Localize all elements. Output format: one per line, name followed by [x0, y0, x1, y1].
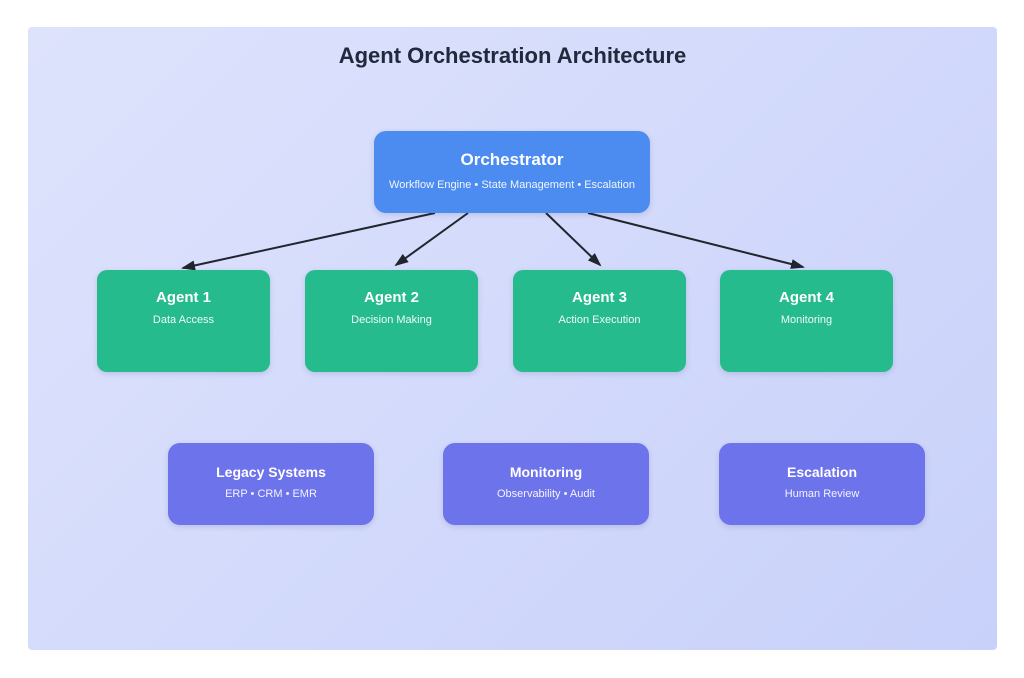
monitoring-title: Monitoring: [509, 464, 583, 480]
diagram-title: Agent Orchestration Architecture: [338, 43, 687, 68]
escalation-title: Escalation: [786, 464, 858, 480]
arrow-orchestrator-to-agent-3: [545, 212, 602, 267]
escalation-subtitle: Human Review: [784, 488, 860, 500]
legacy-systems-node: Legacy Systems ERP • CRM • EMR: [168, 443, 374, 525]
legacy-systems-subtitle: ERP • CRM • EMR: [225, 488, 317, 500]
monitoring-subtitle: Observability • Audit: [496, 488, 595, 500]
agent-1-subtitle: Data Access: [152, 314, 215, 326]
agent-2-subtitle: Decision Making: [351, 314, 432, 326]
agent-4-node: Agent 4 Monitoring: [720, 270, 893, 372]
agent-1-node: Agent 1 Data Access: [97, 270, 270, 372]
agent-3-node: Agent 3 Action Execution: [513, 270, 686, 372]
agent-4-title: Agent 4: [778, 289, 834, 306]
agent-2-title: Agent 2: [363, 289, 419, 306]
legacy-systems-title: Legacy Systems: [216, 464, 326, 480]
orchestrator-subtitle: Workflow Engine • State Management • Esc…: [389, 179, 635, 191]
orchestrator-node: Orchestrator Workflow Engine • State Man…: [374, 131, 650, 213]
monitoring-node: Monitoring Observability • Audit: [443, 443, 649, 525]
arrow-orchestrator-to-agent-1: [181, 212, 436, 271]
agent-2-node: Agent 2 Decision Making: [305, 270, 478, 372]
orchestrator-agent-arrows: [181, 212, 805, 271]
escalation-node: Escalation Human Review: [719, 443, 925, 525]
arrow-orchestrator-to-agent-4: [587, 212, 805, 269]
agent-3-subtitle: Action Execution: [558, 314, 641, 326]
agent-4-subtitle: Monitoring: [780, 314, 833, 326]
diagram-canvas: Agent Orchestration Architecture Orchest…: [28, 27, 997, 650]
arrow-orchestrator-to-agent-2: [394, 212, 469, 267]
agent-1-title: Agent 1: [155, 289, 211, 306]
agent-3-title: Agent 3: [571, 289, 627, 306]
orchestrator-title: Orchestrator: [460, 150, 564, 169]
